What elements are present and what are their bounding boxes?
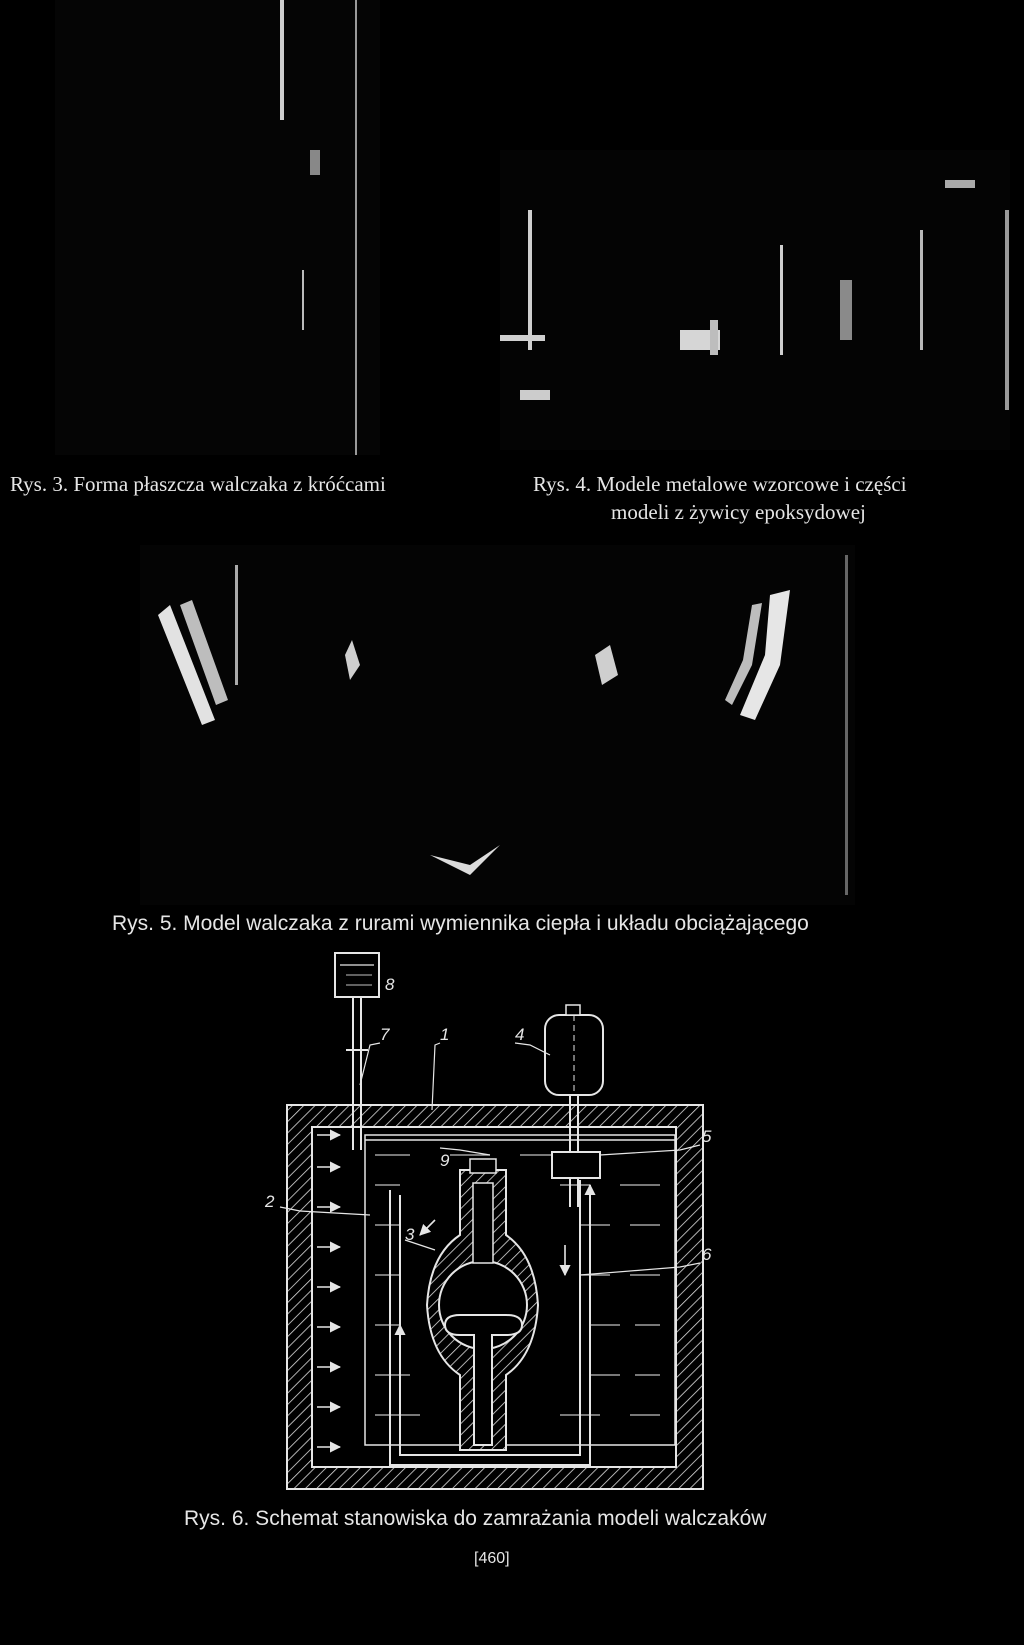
label-7: 7 <box>380 1025 390 1044</box>
label-6: 6 <box>702 1245 712 1264</box>
diagram-fig6-art: 2 7 1 4 8 5 6 9 3 <box>264 952 712 1490</box>
label-8: 8 <box>385 975 395 994</box>
caption-fig4-line2: modeli z żywicy epoksydowej <box>611 500 866 524</box>
label-2: 2 <box>264 1192 275 1211</box>
photo-fig5-art <box>140 545 855 905</box>
label-5: 5 <box>702 1127 712 1146</box>
label-9: 9 <box>440 1151 450 1170</box>
photo-fig4-art <box>500 150 1010 450</box>
diagram-fig6: 2 7 1 4 8 5 6 9 3 <box>260 945 730 1495</box>
label-leaders <box>279 1042 701 1276</box>
label-4: 4 <box>515 1025 524 1044</box>
coolant-inflow-arrows <box>317 1129 342 1453</box>
caption-fig5: Rys. 5. Model walczaka z rurami wymienni… <box>112 912 809 935</box>
photo-fig4 <box>500 150 1010 450</box>
photo-fig5 <box>140 545 855 905</box>
label-1: 1 <box>440 1025 449 1044</box>
caption-fig6: Rys. 6. Schemat stanowiska do zamrażania… <box>184 1507 767 1530</box>
caption-fig4-line1: Rys. 4. Modele metalowe wzorcowe i częśc… <box>533 472 907 496</box>
photo-fig3-art <box>55 0 380 455</box>
caption-fig3: Rys. 3. Forma płaszcza walczaka z króćca… <box>10 472 386 496</box>
label-3: 3 <box>405 1225 415 1244</box>
page-number: [460] <box>474 1550 510 1567</box>
photo-fig3 <box>55 0 380 455</box>
